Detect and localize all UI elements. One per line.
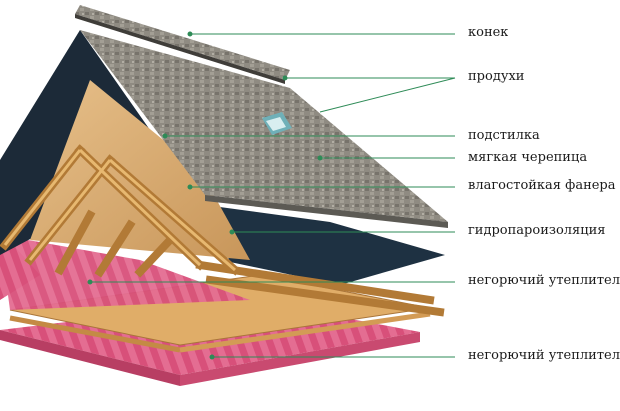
label-soft-tile: мягкая черепица xyxy=(468,150,588,165)
ridge-cap xyxy=(75,5,290,84)
label-ridge: конек xyxy=(468,25,509,40)
label-membrane: гидропароизоляция xyxy=(468,223,606,238)
rafter-highlights xyxy=(3,148,236,272)
label-plywood: влагостойкая фанера xyxy=(468,178,616,193)
plywood-layer xyxy=(30,80,250,260)
label-vents: продухи xyxy=(468,69,525,84)
label-insulation-top: негорючий утеплитель xyxy=(468,273,620,288)
membrane-layer xyxy=(205,205,445,285)
leader-lines xyxy=(87,31,456,360)
roof-vent xyxy=(262,112,292,135)
label-underlay: подстилка xyxy=(468,128,540,143)
label-insulation-bottom: негорючий утеплитель xyxy=(468,348,620,363)
shingle-layer xyxy=(80,30,448,228)
